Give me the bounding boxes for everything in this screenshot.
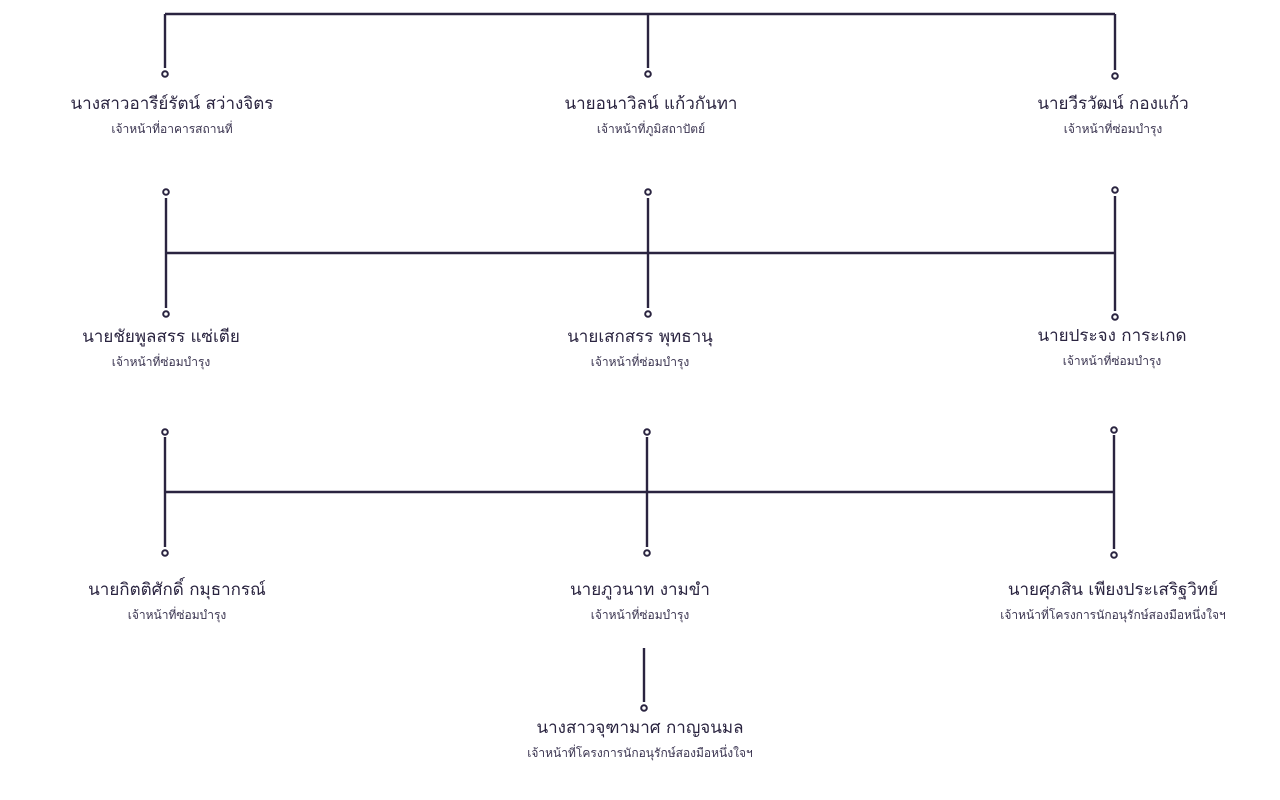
node-dot xyxy=(161,428,169,436)
node-dot xyxy=(644,310,652,318)
person-role: เจ้าหน้าที่ซ่อมบำรุง xyxy=(590,355,690,369)
node-dot xyxy=(1111,72,1119,80)
node-dot xyxy=(644,70,652,78)
person-role: เจ้าหน้าที่อาคารสถานที่ xyxy=(111,122,233,136)
person-card: นางสาวอารีย์รัตน์ สว่างจิตร เจ้าหน้าที่อ… xyxy=(12,93,332,138)
node-dot xyxy=(161,70,169,78)
person-name: นายภูวนาท งามขำ xyxy=(570,580,710,600)
person-name: นายประจง การะเกด xyxy=(1037,326,1187,346)
person-name: นางสาวอารีย์รัตน์ สว่างจิตร xyxy=(70,94,274,114)
person-card: นางสาวจุฑามาศ กาญจนมล เจ้าหน้าที่โครงการ… xyxy=(460,717,820,762)
node-dot xyxy=(1111,186,1119,194)
node-dot xyxy=(644,188,652,196)
node-dot xyxy=(161,549,169,557)
person-card: นายวีรวัฒน์ กองแก้ว เจ้าหน้าที่ซ่อมบำรุง xyxy=(953,93,1273,138)
person-card: นายเสกสรร พุทธานุ เจ้าหน้าที่ซ่อมบำรุง xyxy=(480,326,800,371)
person-card: นายกิตติศักดิ์ กมุธากรณ์ เจ้าหน้าที่ซ่อม… xyxy=(17,579,337,624)
person-name: นายศุภสิน เพียงประเสริฐวิทย์ xyxy=(1007,580,1219,600)
node-dot xyxy=(1111,313,1119,321)
node-dot xyxy=(162,188,170,196)
node-dot xyxy=(643,428,651,436)
person-role: เจ้าหน้าที่ภูมิสถาปัตย์ xyxy=(596,122,706,136)
person-name: นายอนาวิลน์ แก้วกันทา xyxy=(564,94,738,114)
person-name: นางสาวจุฑามาศ กาญจนมล xyxy=(536,718,744,738)
person-role: เจ้าหน้าที่ซ่อมบำรุง xyxy=(127,608,227,622)
person-name: นายวีรวัฒน์ กองแก้ว xyxy=(1037,94,1189,114)
person-role: เจ้าหน้าที่โครงการนักอนุรักษ์สองมือหนึ่ง… xyxy=(1000,608,1226,622)
person-role: เจ้าหน้าที่ซ่อมบำรุง xyxy=(590,608,690,622)
person-card: นายศุภสิน เพียงประเสริฐวิทย์ เจ้าหน้าที่… xyxy=(933,579,1280,624)
person-role: เจ้าหน้าที่ซ่อมบำรุง xyxy=(1062,354,1162,368)
node-dot xyxy=(1110,551,1118,559)
person-card: นายอนาวิลน์ แก้วกันทา เจ้าหน้าที่ภูมิสถา… xyxy=(491,93,811,138)
node-dot xyxy=(1110,426,1118,434)
node-dot xyxy=(162,310,170,318)
person-name: นายกิตติศักดิ์ กมุธากรณ์ xyxy=(88,580,266,600)
person-card: นายประจง การะเกด เจ้าหน้าที่ซ่อมบำรุง xyxy=(952,325,1272,370)
person-name: นายชัยพูลสรร แซ่เตีย xyxy=(82,327,240,347)
person-name: นายเสกสรร พุทธานุ xyxy=(567,327,713,347)
person-role: เจ้าหน้าที่โครงการนักอนุรักษ์สองมือหนึ่ง… xyxy=(527,746,753,760)
person-card: นายชัยพูลสรร แซ่เตีย เจ้าหน้าที่ซ่อมบำรุ… xyxy=(1,326,321,371)
node-dot xyxy=(643,549,651,557)
person-role: เจ้าหน้าที่ซ่อมบำรุง xyxy=(111,355,211,369)
person-role: เจ้าหน้าที่ซ่อมบำรุง xyxy=(1063,122,1163,136)
person-card: นายภูวนาท งามขำ เจ้าหน้าที่ซ่อมบำรุง xyxy=(480,579,800,624)
node-dot xyxy=(640,704,648,712)
